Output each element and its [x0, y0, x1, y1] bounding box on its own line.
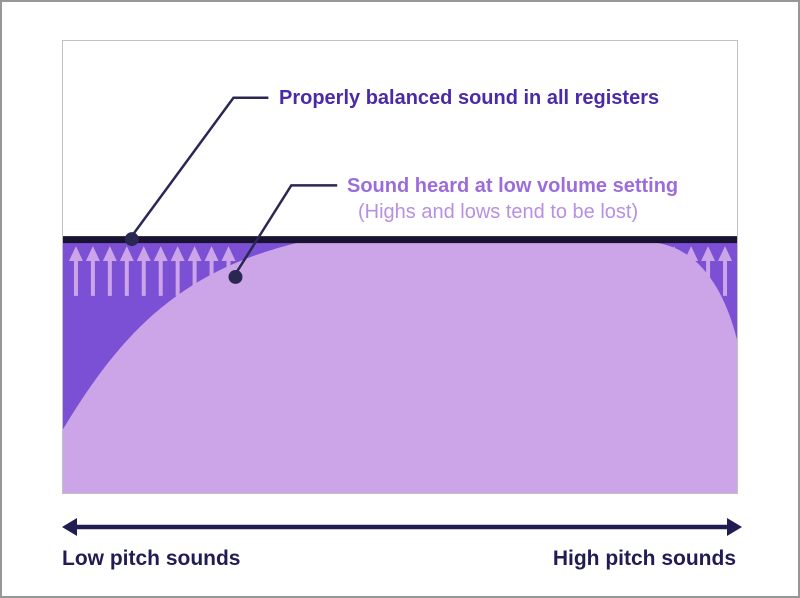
- low-volume-dome: [63, 242, 737, 493]
- balanced-callout-dot: [124, 232, 139, 247]
- low-volume-callout-dot: [228, 269, 243, 284]
- axis-arrowhead-right: [727, 518, 742, 536]
- low-volume-label: Sound heard at low volume setting: [347, 175, 679, 197]
- chart-area: Properly balanced sound in all registers…: [62, 40, 738, 494]
- low-pitch-label: Low pitch sounds: [62, 547, 241, 570]
- balanced-callout-line: [130, 96, 269, 237]
- pitch-axis-arrow: [62, 518, 742, 536]
- balanced-sound-label: Properly balanced sound in all registers: [279, 87, 660, 109]
- balanced-sound-line: [63, 236, 737, 244]
- axis-arrowhead-left: [62, 518, 77, 536]
- sound-diagram-graphic: [63, 96, 737, 493]
- low-volume-callout-line: [234, 184, 338, 275]
- low-volume-sublabel: (Highs and lows tend to be lost): [358, 201, 639, 223]
- high-pitch-label: High pitch sounds: [552, 547, 736, 570]
